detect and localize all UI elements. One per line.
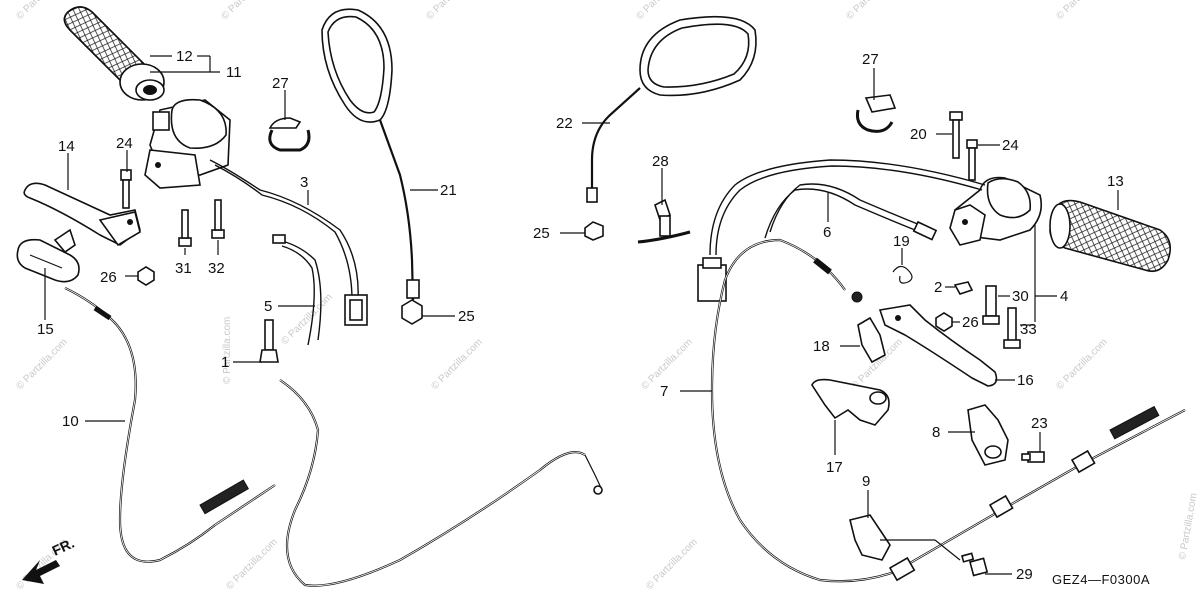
callout-26: 26 [100, 269, 117, 286]
bolt-1 [259, 319, 279, 363]
callout-20: 20 [910, 126, 927, 143]
bracket-17 [811, 378, 890, 426]
bolt-30 [982, 285, 1000, 325]
left-brake-lever [23, 182, 141, 247]
left-grip [63, 6, 165, 101]
callout-31: 31 [175, 260, 192, 277]
callout-25: 25 [458, 308, 475, 325]
switch-15 [16, 228, 80, 283]
watermark: © Partzilla.com [224, 537, 279, 592]
watermark: © Partzilla.com [279, 292, 334, 347]
watermark: © Partzilla.com [222, 317, 233, 384]
bolt-29 [961, 552, 989, 577]
callout-22: 22 [556, 115, 573, 132]
bracket-18 [857, 316, 886, 364]
right-grip [1049, 199, 1171, 273]
watermark: © Partzilla.com [844, 0, 899, 22]
mirror-21 [321, 8, 423, 325]
callout-12: 12 [176, 48, 193, 65]
callout-1: 1 [221, 354, 229, 371]
callout-26: 26 [962, 314, 979, 331]
bracket-9 [849, 514, 891, 561]
callout-2: 2 [934, 279, 942, 296]
callout-10: 10 [62, 413, 79, 430]
watermark: © Partzilla.com [1054, 0, 1109, 22]
clamp-27-right [856, 94, 897, 133]
diagram-code: GEZ4—F0300A [1052, 572, 1150, 587]
bolt-33 [1003, 307, 1021, 349]
watermark: © Partzilla.com [424, 0, 479, 22]
watermark: © Partzilla.com [14, 337, 69, 392]
callout-32: 32 [208, 260, 225, 277]
callout-9: 9 [862, 473, 870, 490]
callout-labels: 12 11 27 14 24 3 21 31 32 26 15 5 25 1 1… [37, 48, 1124, 583]
callout-21: 21 [440, 182, 457, 199]
watermark: © Partzilla.com [634, 0, 689, 22]
callout-6: 6 [823, 224, 831, 241]
mirror-22 [584, 15, 757, 241]
right-brake-lever [878, 304, 998, 387]
callout-29: 29 [1016, 566, 1033, 583]
callout-27: 27 [862, 51, 879, 68]
callout-24: 24 [1002, 137, 1019, 154]
callout-25: 25 [533, 225, 550, 242]
part-2 [953, 281, 974, 295]
callout-27: 27 [272, 75, 289, 92]
callout-15: 15 [37, 321, 54, 338]
nut-26-left [137, 266, 155, 286]
wire-clip-28 [637, 198, 691, 244]
bracket-8 [967, 404, 1009, 466]
callout-33: 33 [1020, 321, 1037, 338]
callout-4: 4 [1060, 288, 1068, 305]
callout-19: 19 [893, 233, 910, 250]
callout-24: 24 [116, 135, 133, 152]
spring-19 [892, 265, 913, 284]
right-switch-housing [949, 176, 1043, 246]
callout-13: 13 [1107, 173, 1124, 190]
direction-label: FR. [50, 535, 77, 559]
callout-23: 23 [1031, 415, 1048, 432]
screw-20 [949, 111, 963, 159]
screw-32 [211, 199, 225, 239]
watermark: © Partzilla.com [1177, 492, 1200, 560]
callout-11: 11 [226, 64, 242, 81]
leader-lines [44, 55, 1119, 575]
watermark: © Partzilla.com [644, 537, 699, 592]
watermark: © Partzilla.com [1054, 337, 1109, 392]
callout-18: 18 [813, 338, 830, 355]
callout-14: 14 [58, 138, 75, 155]
callout-8: 8 [932, 424, 940, 441]
clamp-27-left [268, 117, 311, 152]
callout-7: 7 [660, 383, 668, 400]
watermark: © Partzilla.com [14, 0, 69, 22]
callout-5: 5 [264, 298, 272, 315]
bolt-23 [1021, 451, 1045, 463]
callout-16: 16 [1017, 372, 1034, 389]
screw-31 [178, 209, 192, 247]
bolt-24-left [120, 169, 132, 209]
watermark: © Partzilla.com [429, 337, 484, 392]
left-switch-housing [144, 98, 231, 189]
watermark: © Partzilla.com [219, 0, 274, 22]
callout-28: 28 [652, 153, 669, 170]
nut-26-right [935, 312, 953, 332]
callout-17: 17 [826, 459, 843, 476]
bolt-24-right [966, 139, 978, 181]
callout-30: 30 [1012, 288, 1029, 305]
callout-3: 3 [300, 174, 308, 191]
